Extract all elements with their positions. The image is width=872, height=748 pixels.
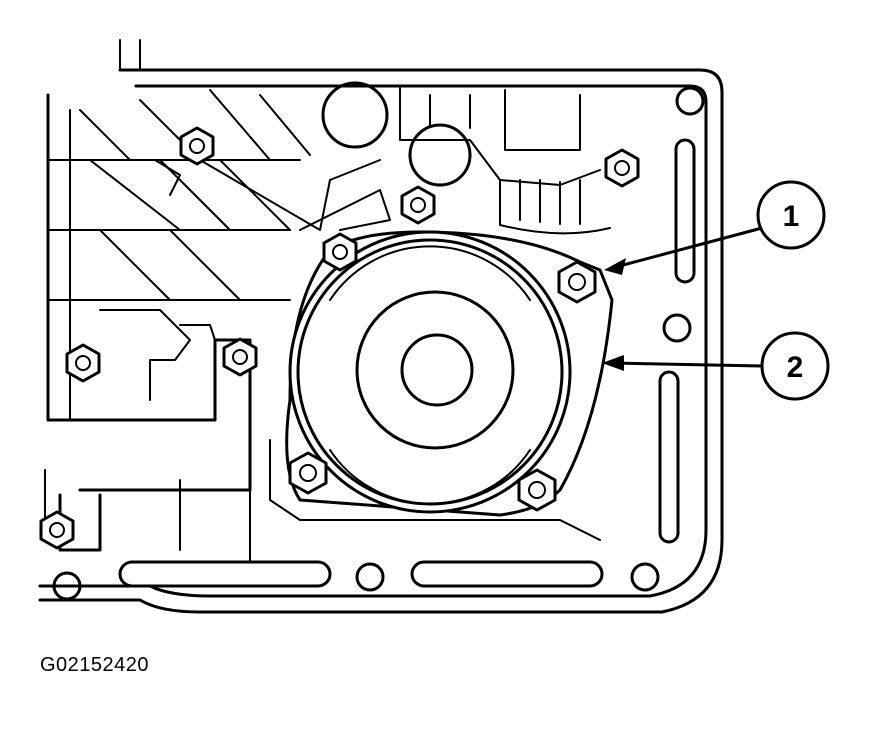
servo-cover bbox=[288, 230, 572, 514]
bolt-icon bbox=[222, 337, 258, 377]
callout-2-bubble bbox=[760, 331, 830, 401]
callout-2-leader bbox=[610, 361, 764, 368]
bolt-icon bbox=[604, 148, 640, 188]
bolt-icon bbox=[39, 510, 75, 550]
bolt-icon bbox=[179, 126, 215, 166]
bolt-icon bbox=[517, 468, 557, 512]
callout-1: 1 bbox=[604, 180, 826, 275]
figure-code: G02152420 bbox=[40, 654, 150, 676]
callout-1-bubble bbox=[756, 180, 826, 250]
case-outline bbox=[38, 39, 724, 614]
case-holes bbox=[52, 86, 705, 601]
valve-body-webbing bbox=[44, 89, 601, 561]
bolt-icon bbox=[400, 185, 436, 225]
callout-arrow bbox=[604, 258, 626, 275]
callout-2: 2 bbox=[602, 331, 830, 401]
callout-arrow bbox=[602, 355, 624, 371]
upper-bosses bbox=[321, 81, 611, 235]
callout-2-label: 2 bbox=[787, 351, 804, 384]
bolt-icon bbox=[65, 343, 101, 383]
callout-1-leader bbox=[610, 226, 764, 270]
bolt-icon bbox=[288, 451, 328, 495]
bolt-set bbox=[39, 126, 640, 550]
callout-1-label: 1 bbox=[783, 200, 800, 233]
bolt-icon bbox=[557, 260, 597, 304]
bolt-icon bbox=[322, 232, 358, 272]
